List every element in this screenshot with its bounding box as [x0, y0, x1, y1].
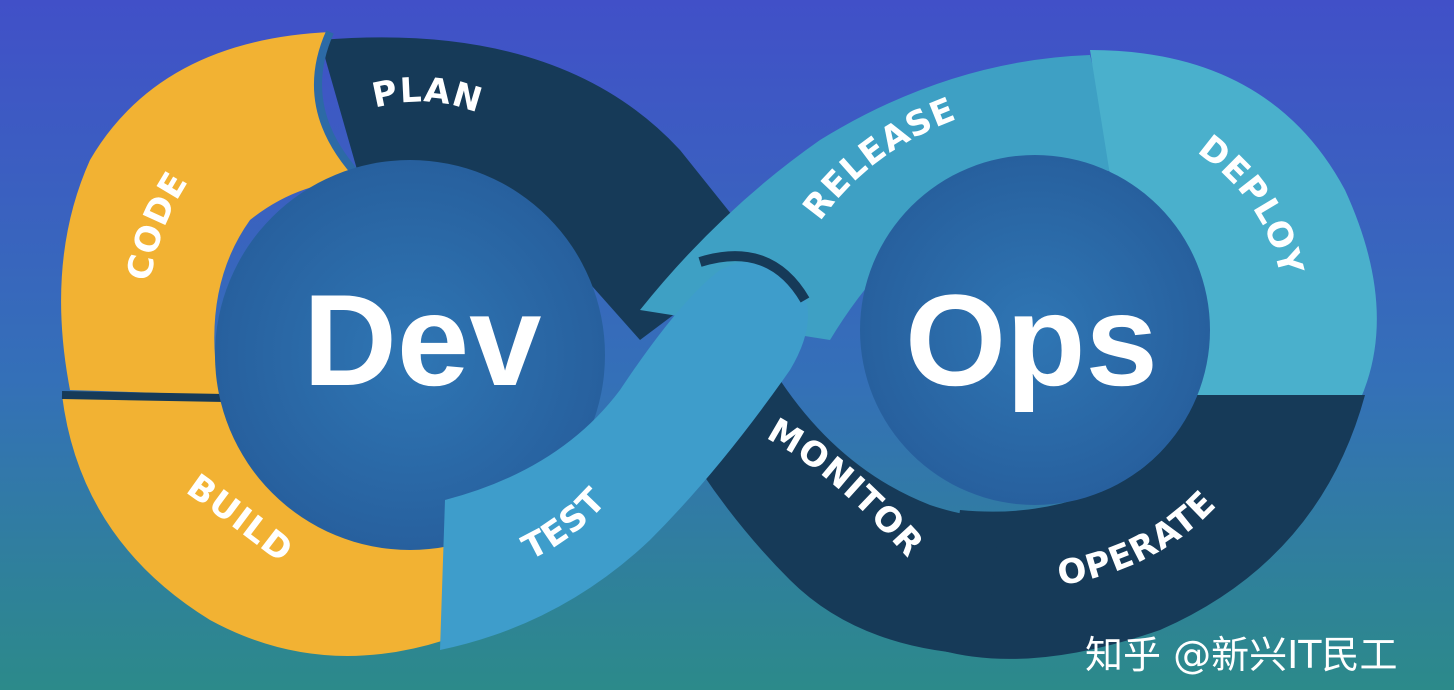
test-release-divider: [698, 251, 810, 303]
code-build-divider: [61, 391, 226, 402]
build-segment: [62, 395, 455, 656]
dev-title: Dev: [303, 267, 541, 413]
ops-inner-circle: [860, 155, 1210, 505]
deploy-segment: [1090, 50, 1377, 442]
plan-code-divider: [314, 30, 365, 183]
operate-segment: [940, 395, 1365, 659]
plan-segment: [320, 37, 760, 340]
ops-title: Ops: [905, 267, 1158, 413]
dev-inner-circle: [215, 160, 605, 550]
test-segment: [440, 260, 808, 650]
watermark: 知乎 @新兴IT民工: [1085, 633, 1398, 677]
code-segment: [61, 32, 363, 395]
monitor-segment: [700, 380, 1000, 655]
